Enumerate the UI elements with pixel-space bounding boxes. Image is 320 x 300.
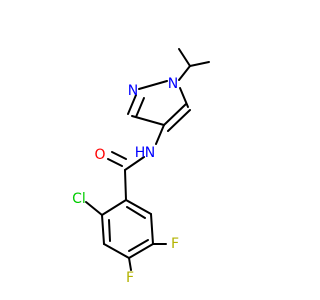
bond-nh-carbonyl bbox=[124, 156, 145, 171]
fluorine-right-label: F bbox=[171, 236, 179, 252]
bond-ring-c6-c1 bbox=[125, 199, 152, 215]
bond-pyrazole-n1-n2 bbox=[138, 80, 168, 90]
bond-ring-c2-c3-inner bbox=[108, 219, 111, 242]
bond-pyrazole-c4-c5-a bbox=[163, 103, 187, 126]
bond-ring-c4-c5 bbox=[128, 243, 154, 259]
carbonyl-o-label: O bbox=[94, 147, 105, 163]
bond-group bbox=[85, 48, 210, 271]
chlorine-label: Cl bbox=[72, 191, 86, 207]
bond-ring-c3-c4 bbox=[103, 243, 130, 259]
fluorine-lower-label: F bbox=[126, 270, 134, 286]
bond-carbonyl-o-b bbox=[111, 151, 127, 160]
amide-h-label: H bbox=[135, 145, 146, 161]
bond-isopropyl-n bbox=[178, 65, 191, 81]
pyrazole-n2-label: N bbox=[128, 83, 138, 99]
bond-pyrazole-c3-c4 bbox=[131, 115, 165, 126]
molecule-structure: N N N H O Cl F F bbox=[72, 48, 210, 286]
amide-n-label: N bbox=[145, 145, 155, 161]
bond-ring-c6-c1-inner bbox=[126, 206, 146, 219]
bond-ring-c2-c3 bbox=[101, 214, 105, 245]
bond-pyrazole-c4-nh bbox=[155, 124, 165, 145]
bond-ring-c1-c2 bbox=[101, 199, 127, 216]
bond-carbonyl-o-a bbox=[107, 158, 123, 167]
atom-label-group: N N N H O Cl F F bbox=[72, 76, 179, 286]
bond-carbonyl-c1 bbox=[124, 169, 127, 201]
bond-pyrazole-n2-c3-a bbox=[127, 94, 137, 115]
bond-pyrazole-c5-n1 bbox=[179, 87, 189, 108]
pyrazole-n1-label: N bbox=[168, 76, 178, 92]
bond-ring-c4-c5-inner bbox=[128, 239, 149, 252]
bond-ring-cl bbox=[85, 201, 103, 216]
bond-isopropyl-right bbox=[189, 61, 210, 67]
bond-pyrazole-c4-c5-b bbox=[167, 109, 191, 132]
bond-ring-f-lower bbox=[128, 257, 132, 271]
bond-pyrazole-n2-c3-b bbox=[135, 97, 145, 118]
bond-isopropyl-left bbox=[178, 48, 191, 67]
bond-ring-c5-c6 bbox=[150, 213, 154, 245]
